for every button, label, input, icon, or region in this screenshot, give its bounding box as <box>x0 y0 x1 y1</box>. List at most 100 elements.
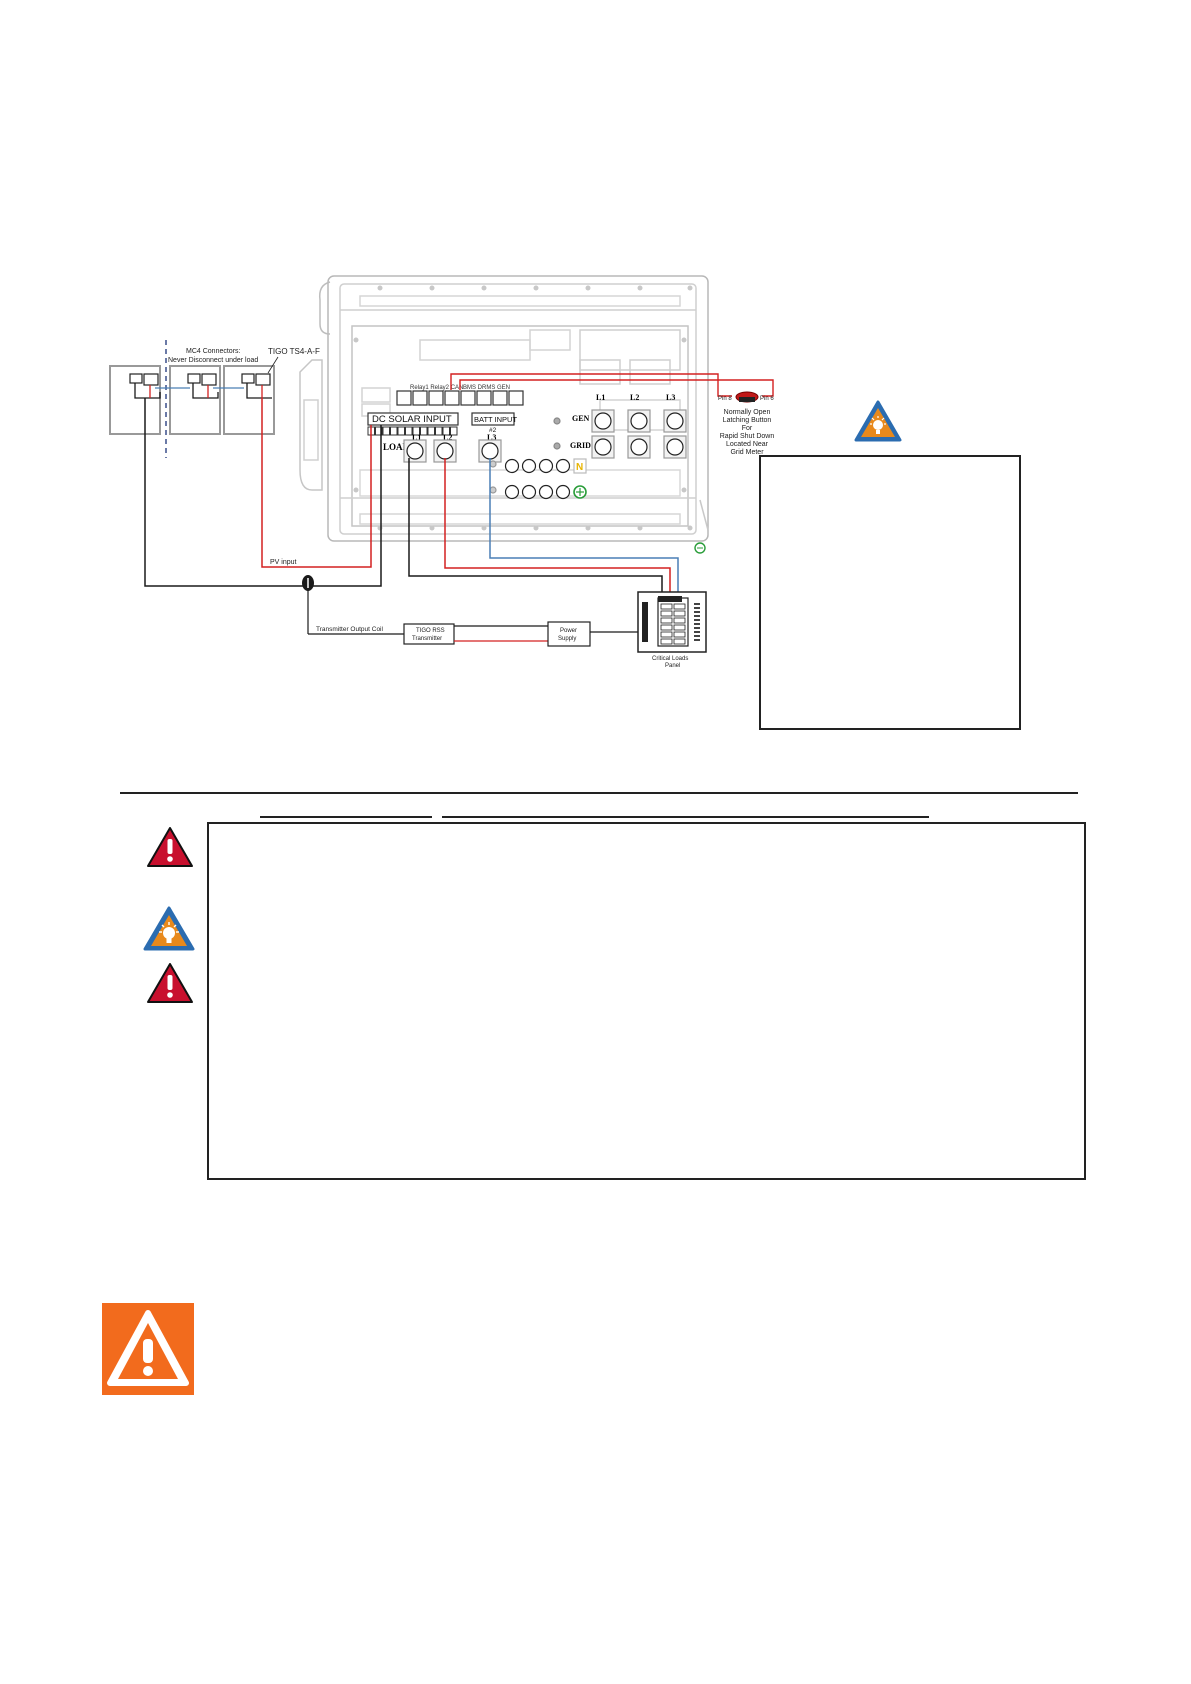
batt-input-label: BATT INPUT <box>474 415 517 424</box>
critical-loads-panel: Critical Loads Panel <box>637 591 707 669</box>
screw <box>681 487 687 493</box>
l1-header: L1 <box>596 393 605 402</box>
screw <box>429 525 435 531</box>
ground-bar-tick <box>694 607 700 609</box>
notes-panel <box>207 822 1086 1180</box>
housing-screws <box>353 285 693 531</box>
screw <box>585 285 591 291</box>
screw <box>533 285 539 291</box>
power-supply-line2: Supply <box>558 636 576 642</box>
power-supply-line1: Power <box>560 628 577 634</box>
breaker <box>673 631 686 638</box>
ground-bar-tick <box>694 615 700 617</box>
ground-bar-tick <box>694 639 700 641</box>
note-box <box>759 455 1021 730</box>
breaker <box>660 610 673 617</box>
load-l2-label: L2 <box>443 433 452 442</box>
transmitter-output-coil-label: Transmitter Output Coil <box>316 626 384 633</box>
svg-text:For: For <box>742 425 753 432</box>
tigo-rss-transmitter: TIGO RSS Transmitter <box>403 623 455 645</box>
chassis-ground-mark <box>694 542 706 554</box>
load-terminals: LOAD L1 L2 L3 <box>383 433 496 452</box>
mc4-label-line2: Never Disconnect under load <box>168 357 258 364</box>
underline-left <box>260 816 432 818</box>
ground-bar-tick <box>694 631 700 633</box>
optimizer-boxes <box>129 373 271 386</box>
warning-exclamation-icon <box>147 963 193 1003</box>
control-terminal-strip <box>396 390 524 406</box>
dc-terminal <box>397 426 405 436</box>
screw <box>637 525 643 531</box>
screw <box>429 285 435 291</box>
screw <box>687 525 693 531</box>
screw <box>353 487 359 493</box>
screw <box>353 337 359 343</box>
inverter-housing <box>299 275 709 542</box>
section-divider <box>120 792 1078 794</box>
pv-input-label: PV input <box>270 559 297 566</box>
panel-string-wires <box>134 383 272 399</box>
rapid-shutdown-button: Pin 8 Pin 6 <box>718 391 774 403</box>
ground-bar <box>489 484 587 500</box>
breaker <box>673 617 686 624</box>
lightbulb-tip-icon <box>143 906 195 951</box>
load-label: LOAD <box>383 442 410 452</box>
breaker <box>660 638 673 645</box>
pin-right-label: Pin 6 <box>760 396 774 402</box>
mc4-label-line1: MC4 Connectors: <box>186 348 241 355</box>
screw <box>687 285 693 291</box>
svg-text:Relay1 Relay2 CAN: Relay1 Relay2 CAN <box>410 385 463 391</box>
pv-wiring <box>144 398 382 587</box>
dc-terminal <box>427 426 435 436</box>
load-l3-label: L3 <box>487 433 496 442</box>
ground-bar-tick <box>694 635 700 637</box>
gen-label: GEN <box>572 414 590 423</box>
screw <box>681 337 687 343</box>
tigo-rss-line1: TIGO RSS <box>416 628 445 634</box>
dc-terminal <box>420 426 428 436</box>
gen-grid-labels: L1 L2 L3 GEN GRID <box>570 393 675 450</box>
ground-bar-tick <box>694 603 700 605</box>
screw <box>377 285 383 291</box>
gen-grid-lugs <box>553 409 687 459</box>
breaker <box>673 638 686 645</box>
breaker <box>673 610 686 617</box>
rsd-wiring <box>450 373 774 397</box>
dc-terminal <box>435 426 443 436</box>
warning-exclamation-icon <box>147 827 193 867</box>
breaker <box>660 617 673 624</box>
dc-terminal <box>382 426 390 436</box>
svg-text:BMS DRMS GEN: BMS DRMS GEN <box>463 385 510 391</box>
load-lugs <box>403 439 502 463</box>
svg-text:Located Near: Located Near <box>726 441 769 448</box>
dc-terminal <box>375 426 383 436</box>
underline-right <box>442 816 929 818</box>
critical-loads-line1: Critical Loads <box>652 656 688 662</box>
dc-solar-input-label: DC SOLAR INPUT <box>372 414 452 425</box>
l2-header: L2 <box>630 393 639 402</box>
load-wiring <box>408 458 679 598</box>
neutral-bar <box>489 458 587 474</box>
tigo-rss-line2: Transmitter <box>412 636 442 642</box>
screw <box>481 525 487 531</box>
dc-solar-input-block: DC SOLAR INPUT <box>367 412 459 436</box>
breaker <box>673 603 686 610</box>
dc-terminal <box>390 426 398 436</box>
svg-text:Normally Open: Normally Open <box>724 409 771 416</box>
svg-text:Rapid Shut Down: Rapid Shut Down <box>720 433 775 440</box>
ground-bar-tick <box>694 619 700 621</box>
batt-input-block: BATT INPUT #2 <box>471 412 517 434</box>
svg-text:Grid Meter: Grid Meter <box>730 449 764 456</box>
breaker <box>660 624 673 631</box>
ground-bar-tick <box>694 627 700 629</box>
load-l1-label: L1 <box>412 433 421 442</box>
breaker <box>673 624 686 631</box>
batt-input-sub: #2 <box>489 427 497 434</box>
screw <box>637 285 643 291</box>
pin-left-label: Pin 8 <box>718 396 732 402</box>
rsd-description: Normally Open Latching Button For Rapid … <box>720 409 775 456</box>
breaker <box>660 603 673 610</box>
lightbulb-tip-icon <box>854 400 902 442</box>
wiring-diagram: Relay1 Relay2 CAN BMS DRMS GEN DC SOLAR … <box>109 275 902 669</box>
tigo-label: TIGO TS4-A-F <box>268 347 320 356</box>
